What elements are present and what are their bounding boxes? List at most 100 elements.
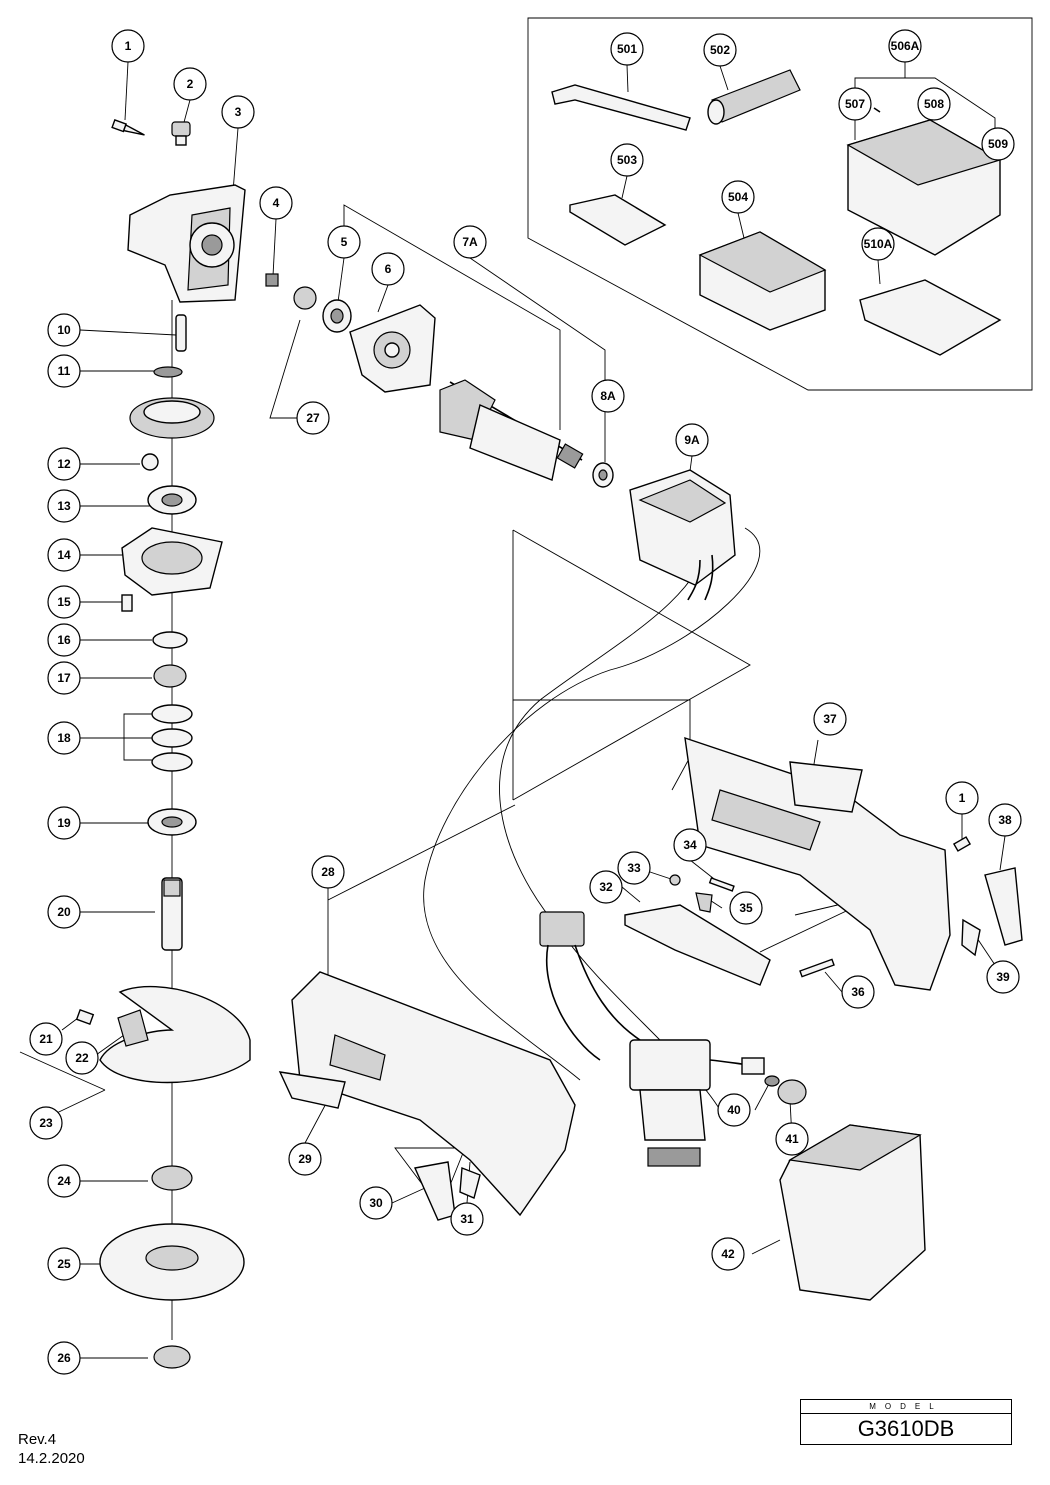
callout-27: 27: [296, 401, 330, 435]
callout-6: 6: [371, 252, 405, 286]
svg-text:41: 41: [785, 1132, 799, 1146]
model-number: G3610DB: [857, 1416, 955, 1441]
callout-24: 24: [47, 1164, 81, 1198]
callout-504: 504: [721, 180, 755, 214]
callout-34: 34: [673, 828, 707, 862]
callout-31: 31: [450, 1202, 484, 1236]
svg-text:34: 34: [683, 838, 697, 852]
screw-part: [111, 119, 145, 136]
svg-text:2: 2: [187, 77, 194, 91]
revision-info: Rev.4 14.2.2020: [18, 1430, 85, 1468]
callout-5: 5: [327, 225, 361, 259]
callout-28: 28: [311, 855, 345, 889]
callout-37: 37: [813, 702, 847, 736]
callout-21: 21: [29, 1022, 63, 1056]
svg-text:33: 33: [627, 861, 641, 875]
callout-507: 507: [838, 87, 872, 121]
svg-text:9A: 9A: [684, 433, 700, 447]
callout-1: 1: [111, 29, 145, 63]
callout-16: 16: [47, 623, 81, 657]
callout-40: 40: [717, 1093, 751, 1127]
svg-text:38: 38: [998, 813, 1012, 827]
svg-text:40: 40: [727, 1103, 741, 1117]
callout-12: 12: [47, 447, 81, 481]
callout-502: 502: [703, 33, 737, 67]
callout-22: 22: [65, 1041, 99, 1075]
callout-14: 14: [47, 538, 81, 572]
svg-text:25: 25: [57, 1257, 71, 1271]
callout-2: 2: [173, 67, 207, 101]
svg-text:5: 5: [341, 235, 348, 249]
svg-text:13: 13: [57, 499, 71, 513]
svg-text:42: 42: [721, 1247, 735, 1261]
callout-38: 38: [988, 803, 1022, 837]
svg-text:23: 23: [39, 1116, 53, 1130]
callout-506a: 506A: [888, 29, 922, 63]
parts: [75, 69, 1023, 1369]
callout-501: 501: [610, 32, 644, 66]
svg-text:3: 3: [235, 105, 242, 119]
callout-508: 508: [917, 87, 951, 121]
svg-text:24: 24: [57, 1174, 71, 1188]
callout-7a: 7A: [453, 225, 487, 259]
revision-number: Rev.4: [18, 1431, 57, 1448]
svg-text:15: 15: [57, 595, 71, 609]
svg-text:4: 4: [273, 196, 280, 210]
callout-4: 4: [259, 186, 293, 220]
callout-29: 29: [288, 1142, 322, 1176]
svg-text:28: 28: [321, 865, 335, 879]
callout-23: 23: [29, 1106, 63, 1140]
svg-text:11: 11: [58, 364, 71, 378]
svg-text:32: 32: [599, 880, 613, 894]
svg-text:36: 36: [851, 985, 865, 999]
revision-date: 14.2.2020: [18, 1450, 85, 1467]
callout-30: 30: [359, 1186, 393, 1220]
callout-503: 503: [610, 143, 644, 177]
svg-text:510A: 510A: [864, 237, 893, 251]
svg-text:6: 6: [385, 262, 392, 276]
svg-text:501: 501: [617, 42, 637, 56]
callout-20: 20: [47, 895, 81, 929]
svg-text:27: 27: [306, 411, 320, 425]
callout-1-right: 1: [945, 781, 979, 815]
svg-text:502: 502: [710, 43, 730, 57]
svg-text:14: 14: [57, 548, 71, 562]
callout-13: 13: [47, 489, 81, 523]
svg-text:39: 39: [996, 970, 1010, 984]
svg-text:8A: 8A: [600, 389, 616, 403]
callout-26: 26: [47, 1341, 81, 1375]
callout-8a: 8A: [591, 379, 625, 413]
callout-35: 35: [729, 891, 763, 925]
svg-text:1: 1: [125, 39, 132, 53]
callout-9a: 9A: [675, 423, 709, 457]
svg-text:35: 35: [739, 901, 753, 915]
svg-text:12: 12: [57, 457, 71, 471]
svg-text:17: 17: [57, 671, 71, 685]
svg-text:18: 18: [57, 731, 71, 745]
svg-text:509: 509: [988, 137, 1008, 151]
callout-510a: 510A: [861, 227, 895, 261]
svg-text:22: 22: [75, 1051, 89, 1065]
svg-text:1: 1: [959, 791, 966, 805]
svg-text:503: 503: [617, 153, 637, 167]
callout-19: 19: [47, 806, 81, 840]
callout-3: 3: [221, 95, 255, 129]
callout-15: 15: [47, 585, 81, 619]
callout-509: 509: [981, 127, 1015, 161]
accessories-frame: [527, 17, 1033, 391]
svg-text:506A: 506A: [891, 39, 920, 53]
svg-text:16: 16: [57, 633, 71, 647]
svg-text:19: 19: [57, 816, 71, 830]
svg-text:37: 37: [823, 712, 837, 726]
svg-text:10: 10: [57, 323, 71, 337]
model-label: MODEL: [801, 1401, 1011, 1414]
svg-text:21: 21: [39, 1032, 53, 1046]
callout-39: 39: [986, 960, 1020, 994]
callout-41: 41: [775, 1122, 809, 1156]
callouts: 1 2 3 4 5 6 7A 8A 9A 10 11 12 13 14 15 1…: [29, 29, 1022, 1375]
svg-text:20: 20: [57, 905, 71, 919]
callout-11: 11: [47, 354, 81, 388]
svg-text:7A: 7A: [462, 235, 478, 249]
svg-text:31: 31: [460, 1212, 474, 1226]
